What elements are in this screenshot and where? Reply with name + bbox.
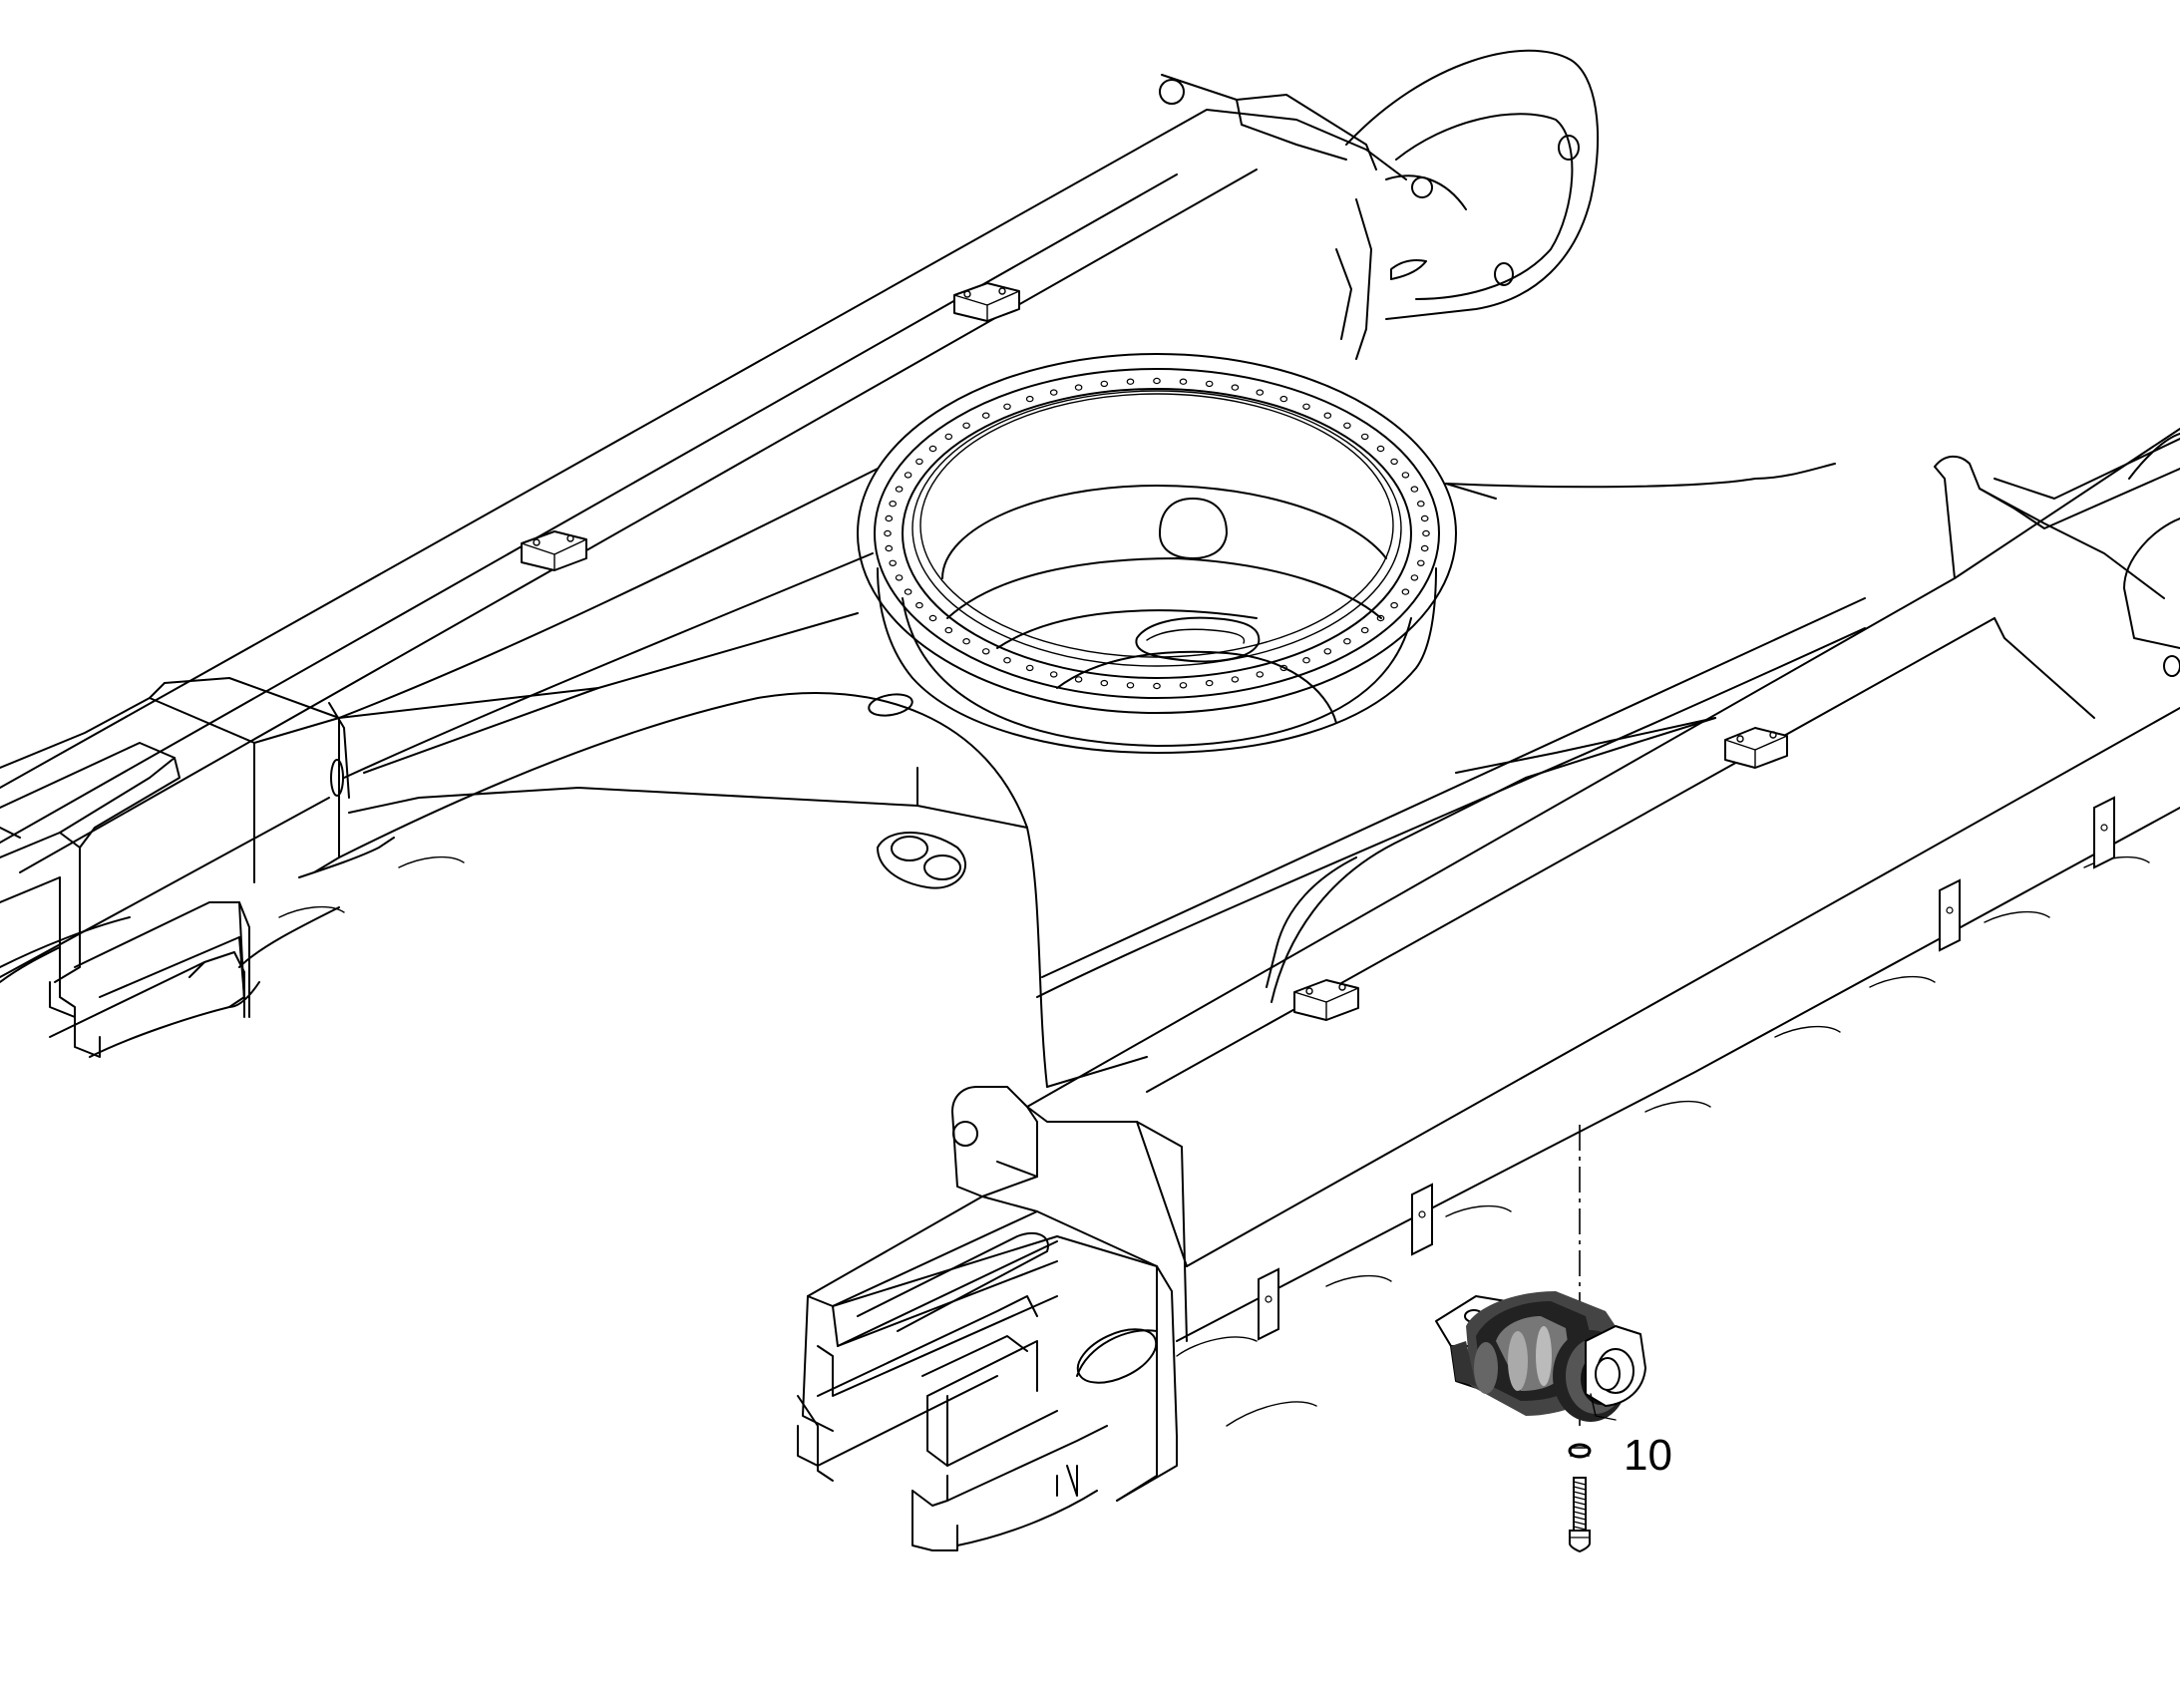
bolt-hole	[1422, 529, 1430, 537]
left-lower-end	[0, 855, 465, 1058]
bolt-hole	[1100, 679, 1109, 687]
bolt-hole	[915, 458, 923, 466]
bolt-hole	[1179, 682, 1188, 689]
bolt-hole	[1256, 389, 1265, 396]
track-roller-part	[1435, 1291, 1646, 1422]
bolt-hole	[944, 626, 953, 634]
part-callout-10: 10	[1624, 1431, 1672, 1480]
bolt-hole	[1343, 638, 1351, 645]
bolt-hole	[1343, 422, 1351, 429]
bolt-hole	[1410, 574, 1419, 581]
side-tab-hole	[1418, 1210, 1426, 1218]
bolt-hole	[1417, 501, 1425, 508]
bolt-hole	[1153, 377, 1161, 385]
bolt-hole	[944, 433, 953, 441]
bolt-hole	[1302, 403, 1310, 410]
bolt-hole	[915, 601, 923, 609]
bearing-bolt-holes	[884, 377, 1430, 690]
bolt-hole	[904, 472, 912, 479]
bolt-hole	[904, 588, 912, 595]
bolt-part	[1569, 1477, 1591, 1553]
bolt-hole	[1323, 412, 1332, 419]
center-body	[338, 353, 1866, 1088]
side-tab	[1258, 1267, 1279, 1341]
bolt-hole	[1205, 679, 1214, 687]
bolt-thread	[1573, 1521, 1587, 1526]
bolt-hole	[884, 529, 892, 537]
bolt-hole	[981, 412, 990, 419]
bolt-thread	[1573, 1501, 1587, 1506]
bolt-thread	[1573, 1486, 1587, 1491]
side-plate-tabs	[1258, 796, 2115, 1341]
bolt-hole	[1410, 486, 1419, 493]
bolt-thread	[1573, 1481, 1587, 1486]
bolt-hole	[1420, 514, 1429, 522]
side-tab	[1939, 878, 1961, 952]
bolt-hole	[885, 544, 894, 552]
bolt-hole	[1231, 384, 1240, 391]
bolt-hole	[1003, 657, 1011, 664]
side-tab	[2093, 796, 2115, 869]
bolt-hole	[1153, 682, 1161, 690]
side-tab	[1411, 1183, 1433, 1256]
bolt-hole	[1401, 472, 1410, 479]
bolt-hole	[1302, 657, 1310, 664]
bolt-hole	[1231, 676, 1240, 683]
upper-track-frame	[0, 49, 1600, 1058]
bolt-hole	[1390, 458, 1398, 466]
bolt-thread	[1573, 1516, 1587, 1521]
side-tab-hole	[2100, 824, 2108, 832]
bolt-hole	[1401, 588, 1410, 595]
bolt-hole	[1390, 601, 1398, 609]
bolt-hole	[1420, 544, 1429, 552]
bolt-hole	[1074, 384, 1083, 391]
bolt-hole	[889, 559, 898, 567]
bolt-hole	[1279, 395, 1288, 403]
bolt-hole	[1126, 682, 1135, 689]
side-tab-hole	[1265, 1295, 1272, 1303]
bolt-hole	[981, 648, 990, 655]
bolt-thread	[1573, 1491, 1587, 1496]
bolt-hole	[1126, 378, 1135, 385]
bolt-hole	[1417, 559, 1425, 567]
bolt-hole	[1323, 648, 1332, 655]
bolt-hole	[1205, 380, 1214, 388]
lower-track-frame	[797, 428, 2180, 1551]
bolt-hole	[1376, 614, 1385, 622]
bolt-hole	[889, 501, 898, 508]
bolt-hole	[1179, 378, 1188, 385]
bolt-hole	[928, 614, 937, 622]
bolt-thread	[1573, 1526, 1587, 1531]
bolt-thread	[1573, 1511, 1587, 1516]
bolt-thread	[1573, 1506, 1587, 1511]
bolt-hole	[1049, 671, 1058, 678]
bolt-hole	[1376, 445, 1385, 453]
bolt-hole	[885, 514, 894, 522]
side-tab-hole	[1946, 906, 1954, 914]
bolt-hole	[928, 445, 937, 453]
bolt-hole	[1025, 664, 1034, 672]
bolt-thread	[1573, 1496, 1587, 1501]
bolt-hole	[1074, 676, 1083, 683]
bolt-hole	[962, 638, 970, 645]
bolt-hole	[1003, 403, 1011, 410]
bolt-hole	[1360, 626, 1369, 634]
bolt-hole	[895, 486, 904, 493]
bolt-hole	[1279, 664, 1288, 672]
washer-part	[1568, 1443, 1592, 1459]
bolt-hole	[895, 574, 904, 581]
bolt-hole	[1049, 389, 1058, 396]
bolt-hole	[1256, 671, 1265, 678]
bolt-hole	[1360, 433, 1369, 441]
bolt-hole	[962, 422, 970, 429]
bolt-hole	[1100, 380, 1109, 388]
bolt-hole	[1025, 395, 1034, 403]
